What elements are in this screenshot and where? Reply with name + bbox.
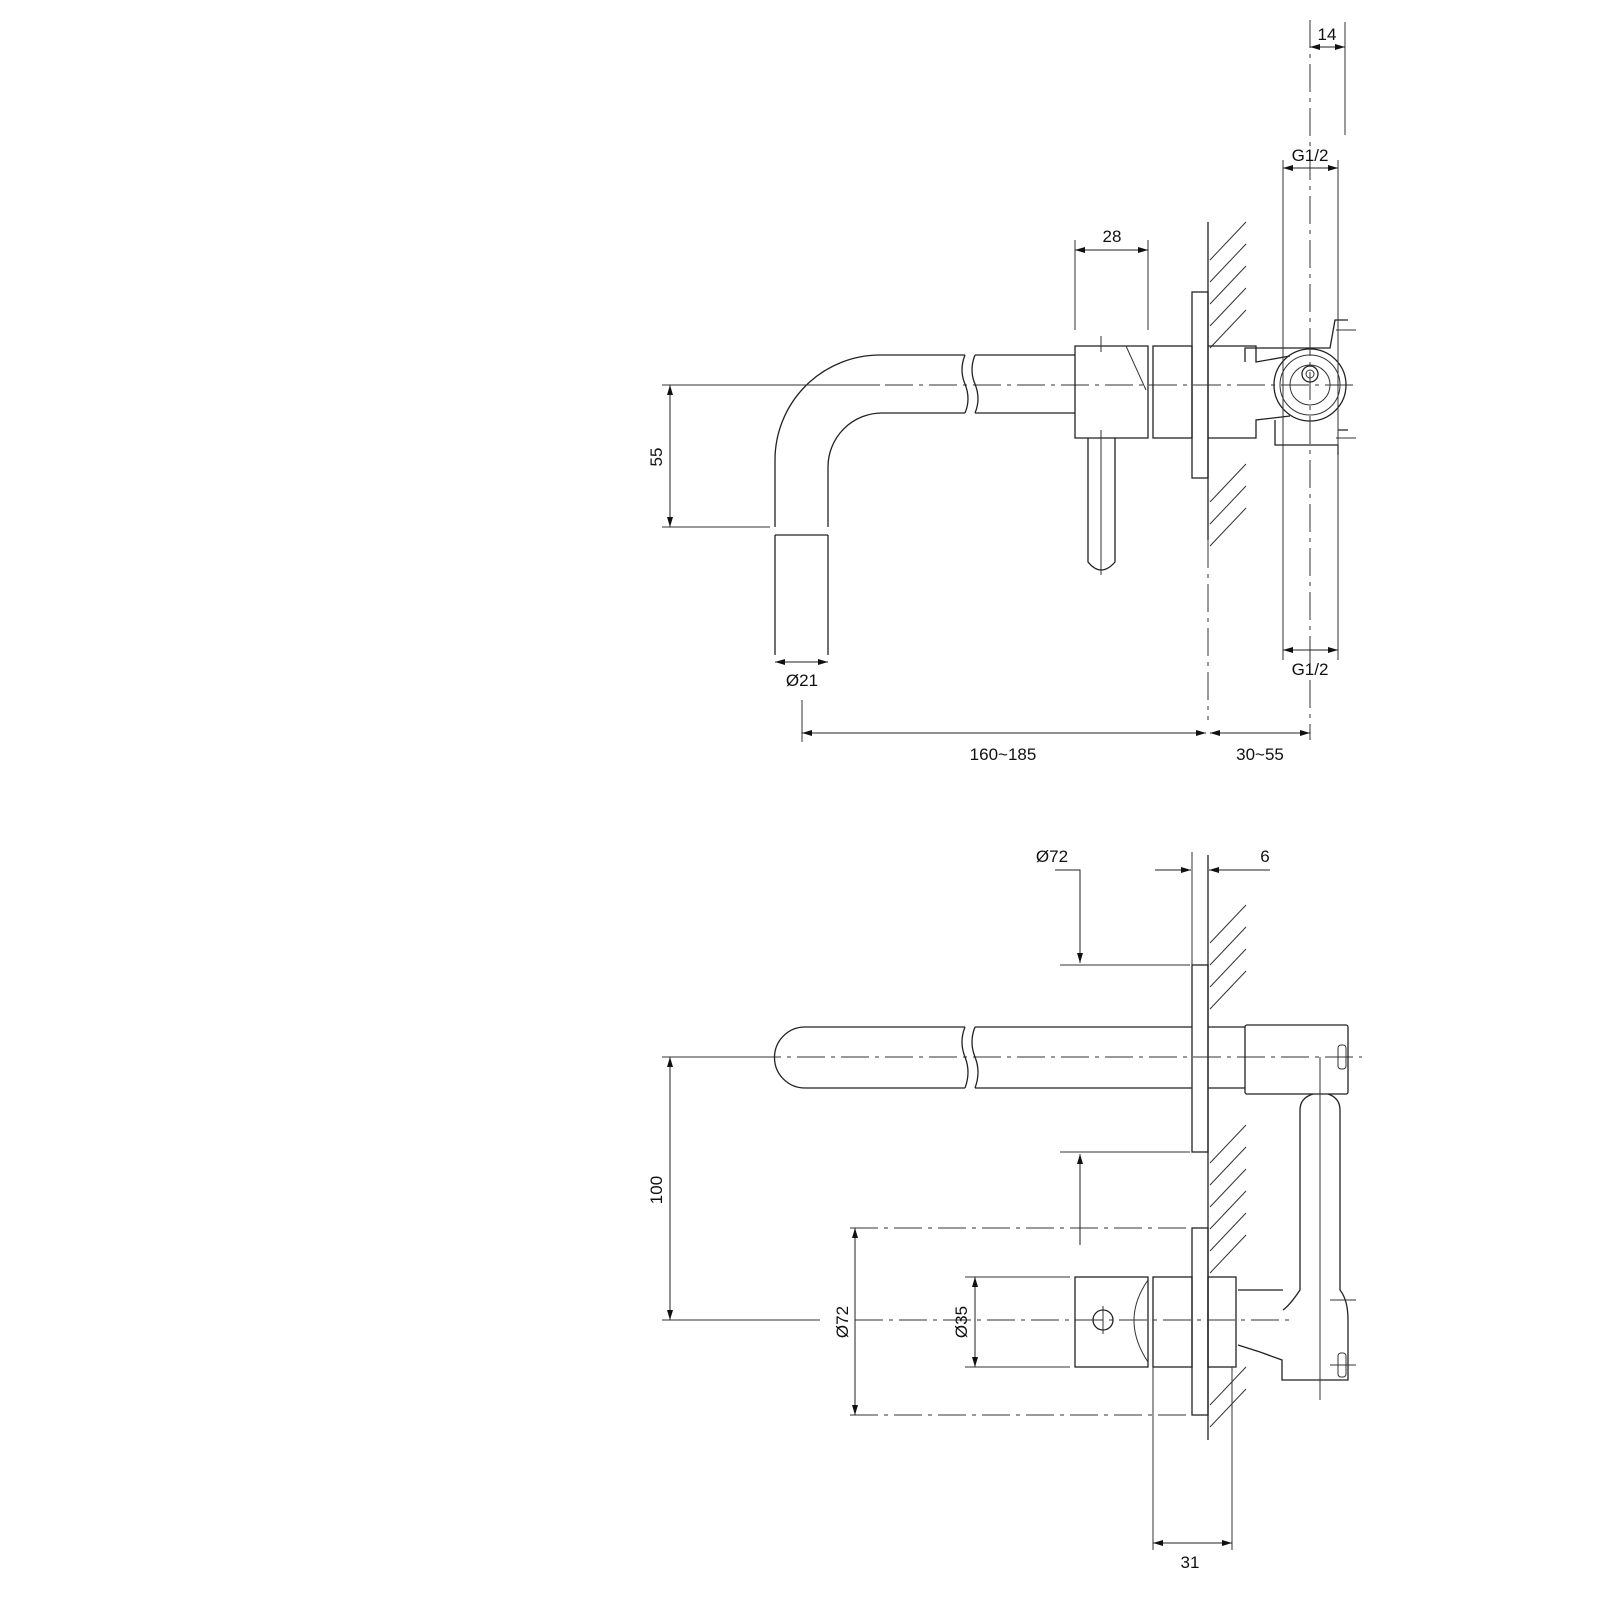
hatch-line — [1209, 1212, 1247, 1252]
dim-d35: Ø35 — [952, 1306, 971, 1338]
hatch-line — [1209, 970, 1247, 1010]
hatch-line — [1209, 1124, 1247, 1164]
hatch-line — [1209, 1146, 1247, 1186]
dim-g12-bottom: G1/2 — [1292, 660, 1329, 679]
dim-55: 55 — [647, 448, 666, 467]
spout — [774, 354, 1075, 655]
in-wall-valve — [1237, 1024, 1356, 1400]
hatch-line — [1209, 904, 1247, 944]
dim-d21: Ø21 — [786, 671, 818, 690]
hatch-line — [1209, 463, 1247, 503]
hatch-line — [1209, 1366, 1247, 1406]
dim-100: 100 — [647, 1176, 666, 1204]
dim-d72-top: Ø72 — [1036, 847, 1068, 866]
cover-plate-lower — [1191, 1227, 1209, 1416]
dim-30-55: 30~55 — [1236, 745, 1284, 764]
hatch-line — [1209, 1168, 1247, 1208]
hatch-line — [1209, 485, 1247, 525]
hatch-line — [1209, 309, 1247, 349]
cover-plate-upper — [1191, 964, 1209, 1153]
dim-6: 6 — [1260, 847, 1269, 866]
hatch-line — [1209, 221, 1247, 261]
hatch-line — [1209, 1388, 1247, 1428]
dim-g12-top: G1/2 — [1292, 146, 1329, 165]
hatch-line — [1209, 243, 1247, 283]
top-view: Ø72 6 100 Ø72 Ø35 31 — [647, 847, 1362, 1572]
side-view: 14 G1/2 G1/2 28 55 Ø21 160~185 30~55 — [647, 20, 1356, 764]
in-wall-valve — [1208, 319, 1356, 455]
hatch-line — [1209, 1190, 1247, 1230]
hatch-line — [1209, 287, 1247, 327]
dim-14: 14 — [1318, 25, 1337, 44]
wall-hatch — [1209, 904, 1247, 1428]
spout — [773, 1026, 1245, 1089]
dim-28: 28 — [1103, 227, 1122, 246]
mixer-body — [1074, 1276, 1237, 1550]
hatch-line — [1209, 948, 1247, 988]
hatch-line — [1209, 926, 1247, 966]
dim-160-185: 160~185 — [970, 745, 1037, 764]
dim-31: 31 — [1181, 1553, 1200, 1572]
hatch-line — [1209, 507, 1247, 547]
dim-d72-left: Ø72 — [833, 1306, 852, 1338]
mixer-body — [1074, 336, 1193, 575]
hatch-line — [1209, 1234, 1247, 1274]
wall-hatch — [1207, 221, 1247, 720]
hatch-line — [1209, 265, 1247, 305]
